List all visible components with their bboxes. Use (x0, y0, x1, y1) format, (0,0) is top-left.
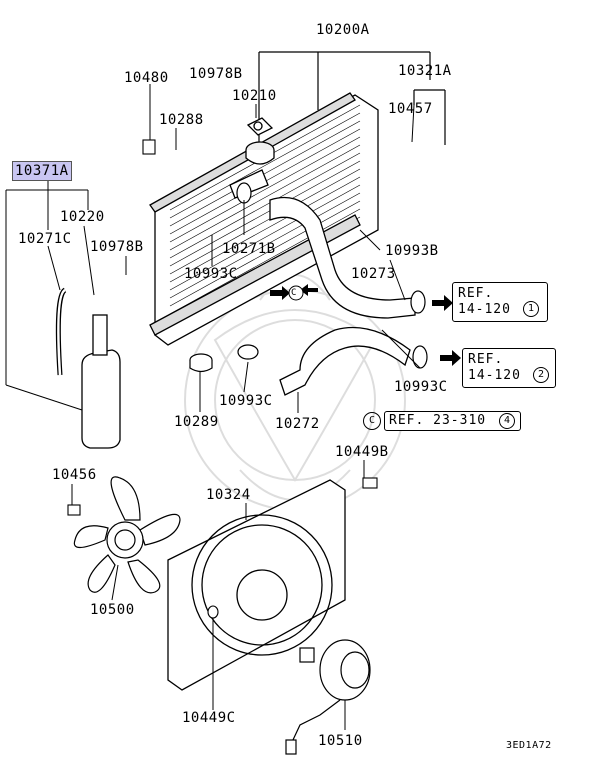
fan-blade (73, 476, 181, 594)
ref-box-3-number: 4 (499, 413, 515, 429)
ref-box-14-120-1[interactable]: REF. 14-120 1 (452, 282, 548, 322)
arrows (270, 284, 461, 366)
label-10978B-top[interactable]: 10978B (189, 66, 243, 82)
label-10272[interactable]: 10272 (275, 416, 320, 432)
label-10220[interactable]: 10220 (60, 209, 105, 225)
diagram-code: 3ED1A72 (506, 740, 552, 751)
label-10500[interactable]: 10500 (90, 602, 135, 618)
ref-box-3-text: REF. 23-310 (389, 413, 487, 428)
label-10449C[interactable]: 10449C (182, 710, 236, 726)
ref-box-1-number: 1 (523, 301, 539, 317)
clamps (236, 182, 428, 369)
ref-box-1-line1: REF. (458, 286, 494, 301)
label-10324[interactable]: 10324 (206, 487, 251, 503)
label-10449B[interactable]: 10449B (335, 444, 389, 460)
lower-hose (279, 326, 411, 396)
label-10993C-lower[interactable]: 10993C (219, 393, 273, 409)
fan-motor (285, 639, 371, 755)
ref-c-marker: C (363, 412, 381, 430)
ref-box-2-number: 2 (533, 367, 549, 383)
label-10480[interactable]: 10480 (124, 70, 169, 86)
label-10993C-top[interactable]: 10993C (184, 266, 238, 282)
ref-box-23-310-4[interactable]: REF. 23-310 4 (384, 411, 521, 431)
drain-plug (189, 353, 213, 373)
label-10200A[interactable]: 10200A (316, 22, 370, 38)
reserve-tank (55, 287, 121, 449)
label-10457[interactable]: 10457 (388, 101, 433, 117)
label-10271B[interactable]: 10271B (222, 241, 276, 257)
label-10456[interactable]: 10456 (52, 467, 97, 483)
label-10289[interactable]: 10289 (174, 414, 219, 430)
marker-c-inline: C (291, 288, 297, 298)
label-10510[interactable]: 10510 (318, 733, 363, 749)
radiator-cap-assembly (245, 117, 275, 165)
label-10993B[interactable]: 10993B (385, 243, 439, 259)
ref-box-1-line2: 14-120 (458, 302, 511, 317)
label-10993C-mid[interactable]: 10993C (394, 379, 448, 395)
marker-c-inline-circle (288, 285, 304, 301)
radiator-core (149, 92, 379, 346)
bolts (67, 139, 378, 619)
label-10210[interactable]: 10210 (232, 88, 277, 104)
label-10273[interactable]: 10273 (351, 266, 396, 282)
fan-shroud (167, 479, 346, 691)
label-10978B-left[interactable]: 10978B (90, 239, 144, 255)
ref-box-2-line1: REF. (468, 352, 504, 367)
label-10271C[interactable]: 10271C (18, 231, 72, 247)
ref-box-2-line2: 14-120 (468, 368, 521, 383)
ref-box-14-120-2[interactable]: REF. 14-120 2 (462, 348, 556, 388)
label-10371A[interactable]: 10371A (12, 161, 72, 181)
label-10321A[interactable]: 10321A (398, 63, 452, 79)
label-10288[interactable]: 10288 (159, 112, 204, 128)
